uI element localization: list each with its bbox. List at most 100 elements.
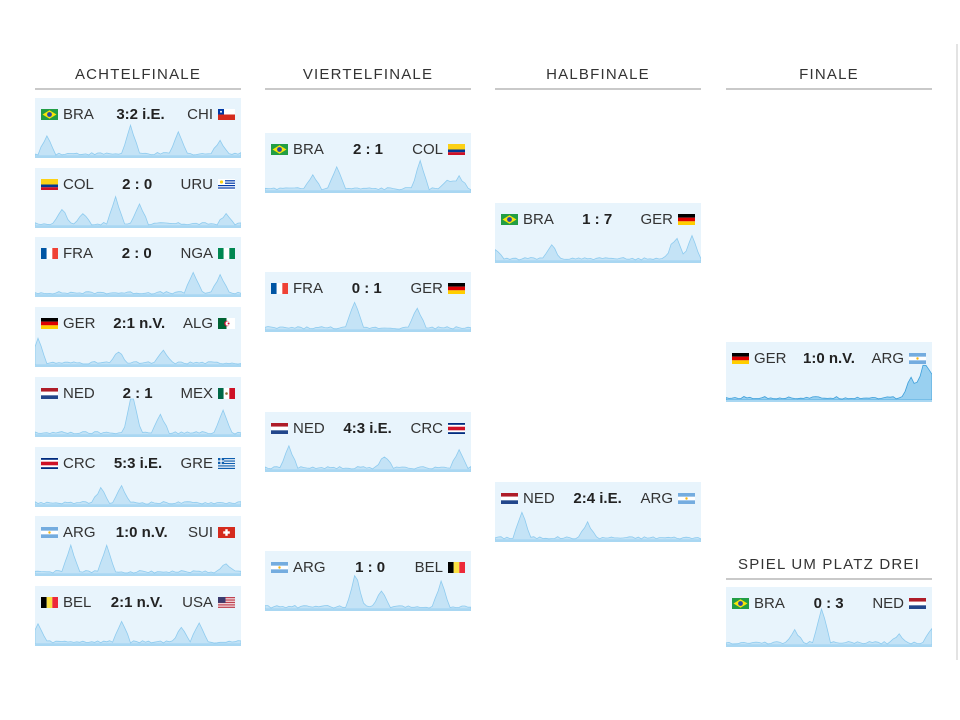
- match-card-qf-2[interactable]: FRA 0 : 1 GER: [265, 272, 471, 332]
- flag-greece-icon: [218, 457, 235, 469]
- match-score: 2 : 0: [121, 244, 152, 262]
- header-final: FINALE: [726, 44, 932, 90]
- home-team: CRC: [63, 454, 96, 472]
- away-team: NGA: [180, 244, 213, 262]
- flag-colombia-icon: [448, 143, 465, 155]
- flag-france-icon: [271, 282, 288, 294]
- home-team: GER: [63, 314, 96, 332]
- header-round-of-16: ACHTELFINALE: [35, 44, 241, 90]
- activity-sparkline: [35, 484, 241, 505]
- flag-belgium-icon: [448, 561, 465, 573]
- flag-germany-icon: [448, 282, 465, 294]
- away-team: USA: [182, 593, 213, 611]
- flag-switzerland-icon: [218, 526, 235, 538]
- away-team: CHI: [187, 105, 213, 123]
- home-team: GER: [754, 349, 787, 367]
- flag-costa-rica-icon: [448, 422, 465, 434]
- away-team: GER: [410, 279, 443, 297]
- flag-belgium-icon: [41, 596, 58, 608]
- flag-costa-rica-icon: [41, 457, 58, 469]
- activity-sparkline: [35, 271, 241, 295]
- activity-sparkline: [726, 607, 932, 645]
- match-card-sf-2[interactable]: NED 2:4 i.E. ARG: [495, 482, 701, 542]
- header-semifinal: HALBFINALE: [495, 44, 701, 90]
- home-team: BRA: [63, 105, 94, 123]
- match-score: 1:0 n.V.: [115, 523, 168, 541]
- header-quarterfinal: VIERTELFINALE: [265, 44, 471, 90]
- away-team: GER: [640, 210, 673, 228]
- activity-sparkline: [35, 543, 241, 574]
- home-team: NED: [293, 419, 325, 437]
- home-team: COL: [63, 175, 94, 193]
- away-team: BEL: [414, 558, 443, 576]
- match-score: 2:1 n.V.: [110, 593, 163, 611]
- home-team: BRA: [293, 140, 324, 158]
- flag-argentina-icon: [678, 492, 695, 504]
- home-team: NED: [523, 489, 555, 507]
- match-card-r16-8[interactable]: BEL 2:1 n.V. USA: [35, 586, 241, 646]
- right-divider: [956, 44, 958, 660]
- match-score: 0 : 3: [813, 594, 844, 612]
- activity-sparkline: [495, 234, 701, 261]
- flag-germany-icon: [678, 213, 695, 225]
- flag-brazil-icon: [732, 597, 749, 609]
- flag-algeria-icon: [218, 317, 235, 329]
- match-card-r16-2[interactable]: COL 2 : 0 URU: [35, 168, 241, 228]
- home-team: ARG: [63, 523, 96, 541]
- flag-france-icon: [41, 247, 58, 259]
- match-score: 1 : 7: [582, 210, 613, 228]
- flag-netherlands-icon: [271, 422, 288, 434]
- flag-usa-icon: [218, 596, 235, 608]
- match-score: 0 : 1: [351, 279, 382, 297]
- match-score: 2 : 0: [122, 175, 153, 193]
- away-team: ARG: [640, 489, 673, 507]
- activity-sparkline: [265, 301, 471, 330]
- activity-sparkline: [265, 159, 471, 191]
- flag-argentina-icon: [41, 526, 58, 538]
- flag-argentina-icon: [909, 352, 926, 364]
- away-team: CRC: [410, 419, 444, 437]
- away-team: ALG: [182, 314, 213, 332]
- activity-sparkline: [265, 444, 471, 470]
- flag-argentina-icon: [271, 561, 288, 573]
- away-team: URU: [180, 175, 214, 193]
- flag-chile-icon: [218, 108, 235, 120]
- away-team: ARG: [871, 349, 904, 367]
- home-team: NED: [63, 384, 95, 402]
- flag-brazil-icon: [501, 213, 518, 225]
- flag-uruguay-icon: [218, 178, 235, 190]
- flag-brazil-icon: [41, 108, 58, 120]
- header-third-place: SPIEL UM PLATZ DREI: [726, 534, 932, 580]
- match-card-r16-3[interactable]: FRA 2 : 0 NGA: [35, 237, 241, 297]
- activity-sparkline: [265, 574, 471, 609]
- flag-germany-icon: [41, 317, 58, 329]
- flag-brazil-icon: [271, 143, 288, 155]
- home-team: FRA: [63, 244, 93, 262]
- away-team: MEX: [180, 384, 213, 402]
- away-team: NED: [872, 594, 904, 612]
- match-card-final[interactable]: GER 1:0 n.V. ARG: [726, 342, 932, 402]
- away-team: GRE: [180, 454, 213, 472]
- activity-sparkline: [35, 337, 241, 365]
- activity-sparkline: [35, 620, 241, 644]
- home-team: ARG: [293, 558, 326, 576]
- home-team: FRA: [293, 279, 323, 297]
- activity-sparkline: [35, 123, 241, 156]
- match-score: 1:0 n.V.: [803, 349, 855, 367]
- activity-sparkline: [495, 511, 701, 540]
- match-score: 2:4 i.E.: [573, 489, 622, 507]
- home-team: BEL: [63, 593, 92, 611]
- flag-colombia-icon: [41, 178, 58, 190]
- flag-nigeria-icon: [218, 247, 235, 259]
- flag-germany-icon: [732, 352, 749, 364]
